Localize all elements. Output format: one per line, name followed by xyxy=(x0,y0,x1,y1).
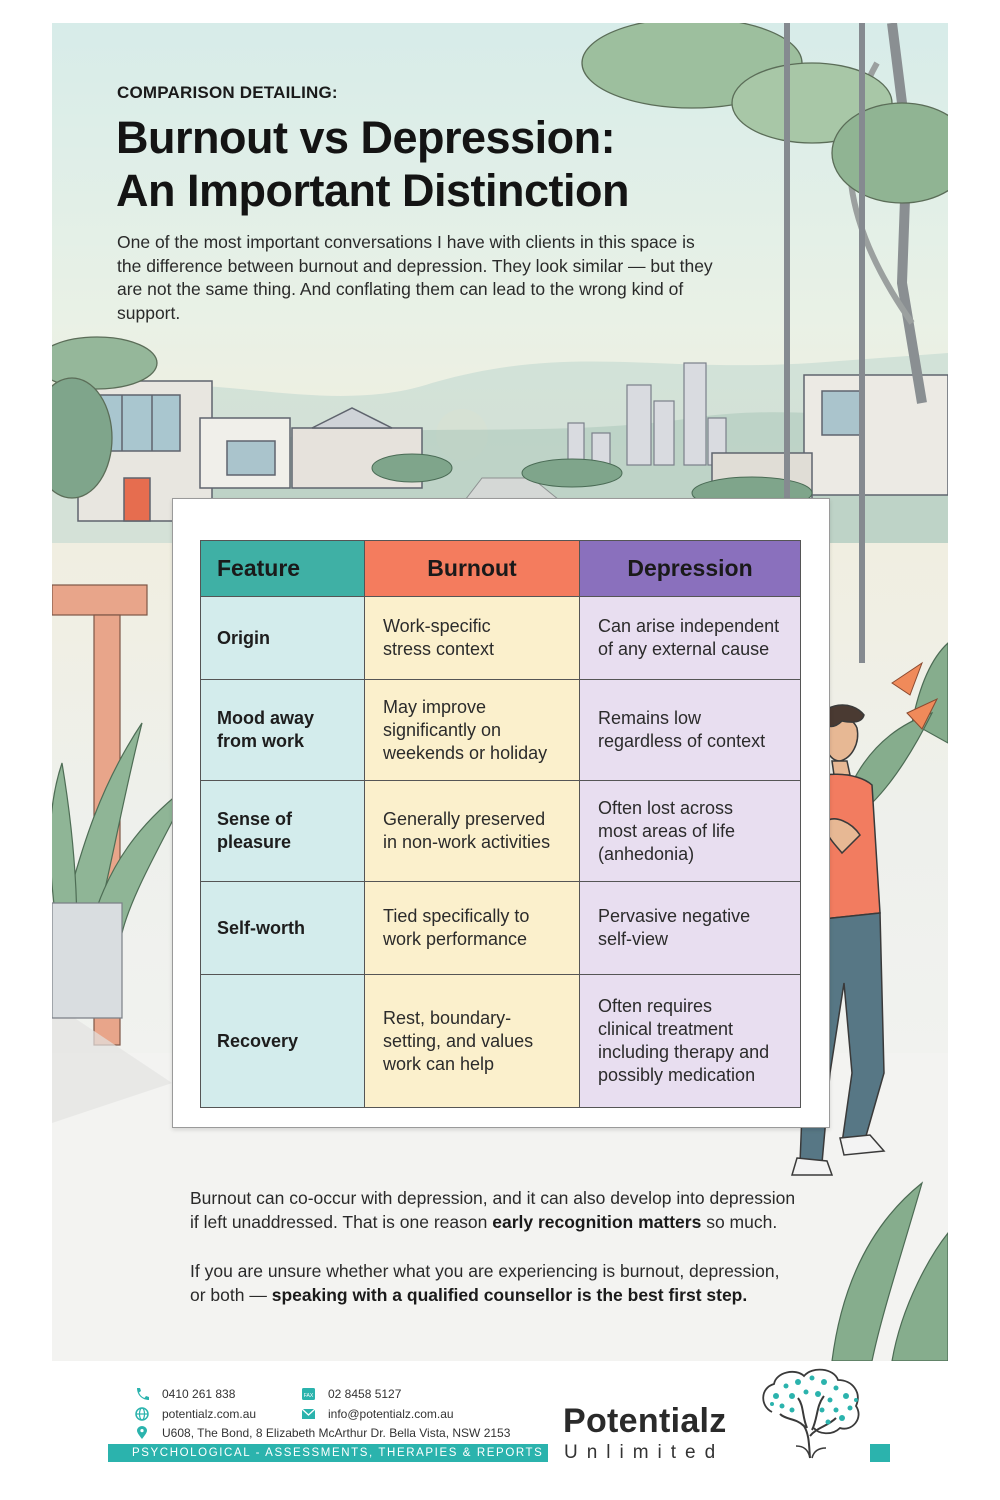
feature-cell: Mood away from work xyxy=(200,679,365,781)
feature-cell: Self-worth xyxy=(200,881,365,975)
location-pin-icon xyxy=(137,1426,147,1439)
tagline-bar: PSYCHOLOGICAL - ASSESSMENTS, THERAPIES &… xyxy=(108,1444,548,1462)
title-line-1: Burnout vs Depression: xyxy=(116,112,616,163)
table-row: Sense of pleasure Generally preserved in n… xyxy=(200,780,801,882)
comparison-card: Feature Burnout Depression Origin Work-s… xyxy=(172,498,830,1128)
feature-cell: Recovery xyxy=(200,974,365,1108)
cell-line: Generally preserved xyxy=(383,809,546,829)
cell-line: May improve xyxy=(383,696,487,717)
closing-emphasis: speaking with a qualified counsellor is … xyxy=(271,1285,748,1305)
cell-line: work can help xyxy=(383,1053,495,1074)
fax-contact[interactable]: FAX 02 8458 5127 xyxy=(300,1387,401,1401)
cell-line: clinical treatment xyxy=(598,1019,734,1039)
cell-line: Rest, boundary- xyxy=(383,1007,512,1028)
cell-line: Can arise independent xyxy=(598,616,780,636)
cell-line: self-view xyxy=(598,929,669,949)
closing-text: or both — xyxy=(190,1285,272,1305)
website-text: potentialz.com.au xyxy=(162,1407,257,1421)
feature-cell: Sense of pleasure xyxy=(200,780,365,882)
address-text: U608, The Bond, 8 Elizabeth McArthur Dr.… xyxy=(162,1426,511,1440)
cell-line: in non-work activities xyxy=(383,832,551,852)
cell-line: Tied specifically to xyxy=(383,906,530,926)
cell-line: including therapy and xyxy=(598,1042,770,1062)
depression-cell: Can arise independent of any external cau… xyxy=(579,596,801,680)
cell-line: weekends or holiday xyxy=(383,742,548,763)
cell-line: setting, and values xyxy=(383,1030,534,1051)
intro-paragraph: One of the most important conversations … xyxy=(117,232,713,323)
cell-line: possibly medication xyxy=(598,1065,756,1085)
closing-emphasis: early recognition matters xyxy=(492,1212,702,1232)
depression-cell: Remains low regardless of context xyxy=(579,679,801,781)
header-depression: Depression xyxy=(579,540,801,597)
closing-paragraph-2: If you are unsure whether what you are e… xyxy=(190,1259,820,1307)
cell-line: Recovery xyxy=(217,1030,299,1051)
cell-line: most areas of life xyxy=(598,820,736,841)
cell-line: Remains low xyxy=(598,708,702,728)
eyebrow-label: COMPARISON DETAILING: xyxy=(117,83,338,102)
cell-line: Sense of xyxy=(217,809,293,829)
depression-cell: Pervasive negative self-view xyxy=(579,881,801,975)
svg-text:FAX: FAX xyxy=(304,1393,314,1399)
brand-subtitle: Unlimited xyxy=(564,1442,725,1463)
comparison-table: Feature Burnout Depression Origin Work-s… xyxy=(200,540,801,1108)
mail-icon xyxy=(301,1408,316,1419)
closing-paragraph-1: Burnout can co-occur with depression, an… xyxy=(190,1186,820,1234)
cell-line: pleasure xyxy=(217,832,292,852)
table-row: Recovery Rest, boundary-setting, and val… xyxy=(200,974,801,1108)
accent-square xyxy=(870,1444,890,1462)
table-header-row: Feature Burnout Depression xyxy=(200,540,801,597)
table-row: Self-worth Tied specifically to work perf… xyxy=(200,881,801,975)
header-feature: Feature xyxy=(200,540,365,597)
cell-line: Work-specific xyxy=(383,616,491,636)
cell-line: significantly on xyxy=(383,719,502,740)
globe-icon xyxy=(135,1407,149,1421)
brand-name: Potentialz xyxy=(563,1402,727,1440)
cell-line: from work xyxy=(217,731,305,751)
header-burnout: Burnout xyxy=(364,540,580,597)
closing-line: Burnout can co-occur with depression, an… xyxy=(190,1188,796,1208)
footer xyxy=(0,1361,1000,1500)
feature-cell: Origin xyxy=(200,596,365,680)
cell-line: work performance xyxy=(383,929,528,949)
tree-logo-icon xyxy=(762,1368,860,1459)
poster: COMPARISON DETAILING: Burnout vs Depress… xyxy=(52,23,948,1361)
phone-contact[interactable]: 0410 261 838 xyxy=(134,1387,235,1401)
cell-line: stress context xyxy=(383,639,495,659)
cell-line: regardless of context xyxy=(598,731,766,751)
address-contact: U608, The Bond, 8 Elizabeth McArthur Dr.… xyxy=(134,1426,510,1440)
fax-number: 02 8458 5127 xyxy=(328,1387,402,1401)
cell-line: Self-worth xyxy=(217,917,305,938)
website-link[interactable]: potentialz.com.au xyxy=(134,1407,256,1421)
phone-number: 0410 261 838 xyxy=(162,1387,236,1401)
closing-text: if left unaddressed. That is one reason xyxy=(190,1212,493,1232)
closing-text: so much. xyxy=(701,1212,778,1232)
cell-line: Origin xyxy=(217,627,270,648)
cell-line: Often lost across xyxy=(598,797,734,818)
cell-line: of any external cause xyxy=(598,639,770,659)
burnout-cell: Tied specifically to work performance xyxy=(364,881,580,975)
burnout-cell: Work-specific stress context xyxy=(364,596,580,680)
phone-icon xyxy=(137,1388,149,1400)
closing-line: or both — speaking with a qualified coun… xyxy=(190,1283,820,1307)
email-link[interactable]: info@potentialz.com.au xyxy=(300,1407,454,1421)
depression-cell: Often requires clinical treatment includin… xyxy=(579,974,801,1108)
email-text: info@potentialz.com.au xyxy=(328,1407,454,1421)
closing-line: If you are unsure whether what you are e… xyxy=(190,1261,780,1281)
cell-line: Mood away xyxy=(217,708,315,728)
page-title: Burnout vs Depression: An Important Dist… xyxy=(116,111,756,217)
burnout-cell: Generally preserved in non-work activitie… xyxy=(364,780,580,882)
cell-line: (anhedonia) xyxy=(598,843,695,864)
title-line-2: An Important Distinction xyxy=(116,165,629,216)
table-row: Origin Work-specific stress context Can a… xyxy=(200,596,801,680)
closing-line: if left unaddressed. That is one reason … xyxy=(190,1210,820,1234)
cell-line: Often requires xyxy=(598,996,713,1016)
fax-icon: FAX xyxy=(302,1388,315,1400)
cell-line: Pervasive negative xyxy=(598,906,751,926)
